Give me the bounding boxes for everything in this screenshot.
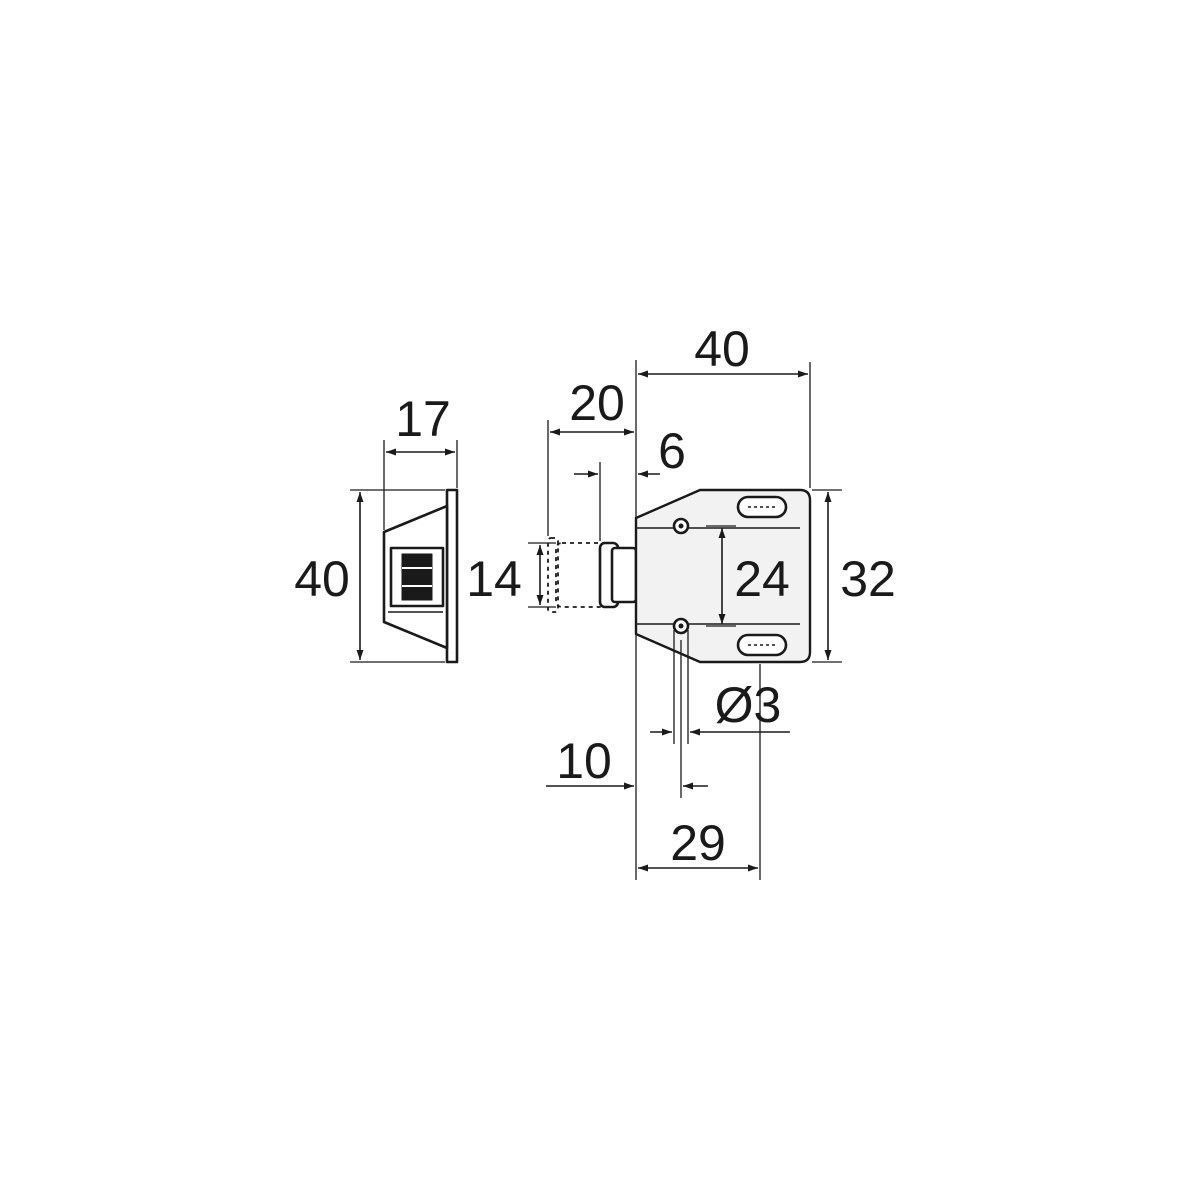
- dim-strike-height: 40: [294, 489, 445, 663]
- label-strike-width: 17: [395, 391, 451, 447]
- dim-hole-diameter: Ø3: [650, 630, 790, 744]
- label-hole-diameter: Ø3: [715, 677, 782, 733]
- dim-strike-width: 17: [383, 391, 458, 530]
- strike-plate: [382, 488, 459, 664]
- dim-body-length: 40: [638, 321, 811, 488]
- dim-hole-offset: 10: [546, 640, 708, 798]
- dim-plunger-diameter: 14: [466, 542, 556, 608]
- label-hole-spacing: 24: [734, 551, 790, 607]
- label-hole-offset: 10: [556, 733, 612, 789]
- label-flange-offset: 6: [658, 423, 686, 479]
- dim-plunger-travel: 20: [547, 360, 637, 880]
- label-body-length: 40: [694, 321, 750, 377]
- dim-hole-spacing: 24: [706, 525, 790, 627]
- label-plunger-travel: 20: [569, 375, 625, 431]
- label-slot-offset: 29: [670, 815, 726, 871]
- dim-flange-offset: 6: [574, 423, 686, 541]
- dim-slot-offset: 29: [638, 664, 761, 880]
- label-plunger-diameter: 14: [466, 551, 522, 607]
- dim-body-height: 32: [812, 489, 896, 663]
- label-body-height: 32: [840, 551, 896, 607]
- label-strike-height: 40: [294, 551, 350, 607]
